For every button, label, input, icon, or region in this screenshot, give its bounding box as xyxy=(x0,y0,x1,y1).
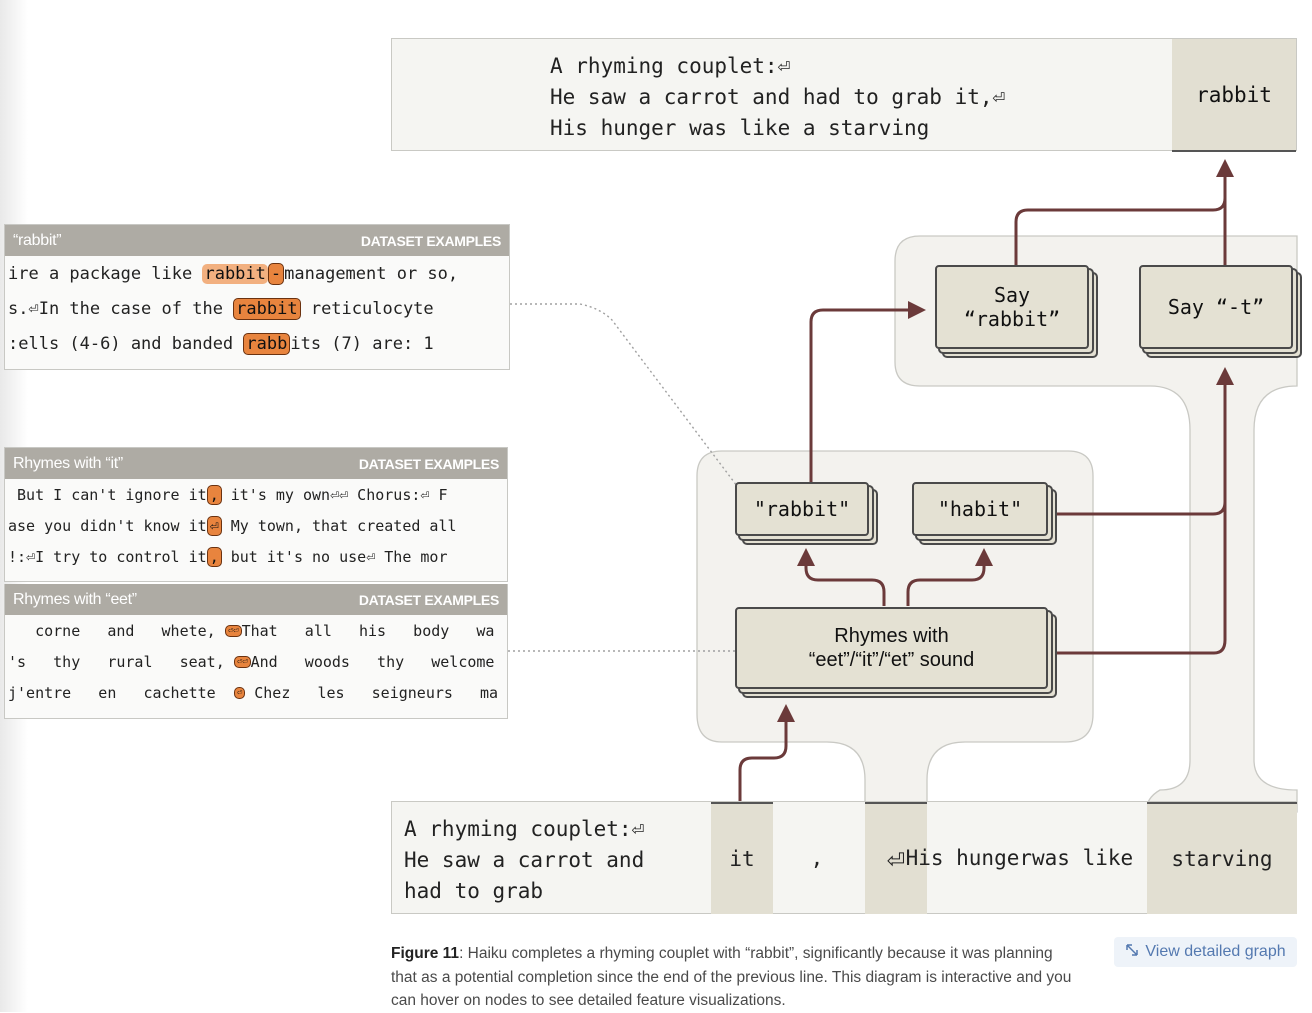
panel-header: “rabbit” DATASET EXAMPLES xyxy=(5,225,509,256)
example-row: s.⏎In the case of the rabbit reticulocyt… xyxy=(8,297,434,320)
panel-rabbit[interactable]: “rabbit” DATASET EXAMPLES ire a package … xyxy=(4,224,510,370)
edge-rhymes-to-rabbit xyxy=(804,560,886,606)
edge-rhymes-to-say-t xyxy=(1057,384,1227,655)
output-token[interactable]: rabbit xyxy=(1172,39,1296,152)
node-say-rabbit-line2: “rabbit” xyxy=(963,307,1061,331)
view-detailed-graph-label: View detailed graph xyxy=(1145,943,1286,960)
arrowhead xyxy=(1216,367,1234,385)
edge-it-to-rhymes xyxy=(738,718,788,801)
example-row: j'entre en cachette ⏎ Chez les seigneurs… xyxy=(8,683,499,702)
arrowhead xyxy=(797,548,815,566)
panel-header: Rhymes with “it” DATASET EXAMPLES xyxy=(5,448,507,479)
example-row: ire a package like rabbit-management or … xyxy=(8,262,459,285)
node-habit-label: "habit" xyxy=(937,497,1023,521)
input-prompt-text: A rhyming couplet:⏎ He saw a carrot and … xyxy=(404,817,645,903)
view-detailed-graph-button[interactable]: View detailed graph xyxy=(1114,937,1297,967)
node-say-rabbit-line1: Say xyxy=(993,283,1031,307)
expand-arrow-icon xyxy=(1125,943,1139,962)
token-his-hunger[interactable]: His hunger was like a xyxy=(905,845,1159,870)
example-row: 's thy rural seat, ⏎⏎And woods thy welco… xyxy=(8,652,495,671)
panel-title: “rabbit” xyxy=(13,231,62,249)
panel-tag: DATASET EXAMPLES xyxy=(358,455,499,472)
caption-text: : Haiku completes a rhyming couplet with… xyxy=(391,945,1072,1009)
node-rhymes-line2: “eet”/“it”/“et” sound xyxy=(808,649,975,671)
edge-rabbit-to-say-rabbit xyxy=(809,308,910,482)
node-say-t[interactable]: Say “-t” xyxy=(1139,265,1293,349)
node-rhymes[interactable]: Rhymes with “eet”/“it”/“et” sound xyxy=(735,607,1048,689)
arrowhead xyxy=(777,704,795,722)
arrowhead xyxy=(1216,159,1234,177)
panel-title: Rhymes with “eet” xyxy=(13,590,137,608)
arrowhead xyxy=(975,548,993,566)
node-say-rabbit[interactable]: Say “rabbit” xyxy=(935,265,1089,349)
connector-rabbit-panel xyxy=(510,303,738,487)
node-habit[interactable]: "habit" xyxy=(912,482,1048,536)
input-token-row: A rhyming couplet:⏎ He saw a carrot and … xyxy=(391,801,1297,914)
example-row: !:⏎I try to control it, but it's no use⏎… xyxy=(8,546,448,567)
panel-title: Rhymes with “it” xyxy=(13,454,123,472)
panel-tag: DATASET EXAMPLES xyxy=(360,232,501,249)
group-outline-output xyxy=(894,235,1298,813)
arrowhead xyxy=(908,301,926,319)
figure-caption: Figure 11: Haiku completes a rhyming cou… xyxy=(391,942,1081,1013)
output-prompt-box: A rhyming couplet:⏎ He saw a carrot and … xyxy=(391,38,1297,152)
panel-header: Rhymes with “eet” DATASET EXAMPLES xyxy=(5,584,507,615)
node-say-t-label: Say “-t” xyxy=(1167,295,1265,319)
panel-rhymes-it[interactable]: Rhymes with “it” DATASET EXAMPLES But I … xyxy=(4,447,508,582)
token-starving[interactable]: starving xyxy=(1147,802,1297,914)
output-prompt-text: A rhyming couplet:⏎ He saw a carrot and … xyxy=(550,54,1006,140)
node-rhymes-line1: Rhymes with xyxy=(834,625,949,647)
example-row: But I can't ignore it, it's my own⏎⏎ Cho… xyxy=(8,484,448,505)
token-it[interactable]: it xyxy=(711,802,773,914)
caption-label: Figure 11 xyxy=(391,945,460,962)
node-rabbit[interactable]: "rabbit" xyxy=(735,482,869,536)
example-row: corne and whete, ⏎⏎That all his body wa xyxy=(8,621,495,640)
token-comma[interactable]: , xyxy=(810,846,824,870)
node-rabbit-label: "rabbit" xyxy=(753,497,851,521)
edge-habit-to-say-t xyxy=(1057,501,1227,516)
edge-say-rabbit-to-output xyxy=(1014,197,1227,266)
panel-tag: DATASET EXAMPLES xyxy=(358,591,499,608)
edge-rhymes-to-habit xyxy=(906,560,986,606)
token-newline[interactable]: ⏎ xyxy=(865,802,927,914)
example-row: ase you didn't know it⏎ My town, that cr… xyxy=(8,515,457,536)
panel-rhymes-eet[interactable]: Rhymes with “eet” DATASET EXAMPLES corne… xyxy=(4,584,508,719)
